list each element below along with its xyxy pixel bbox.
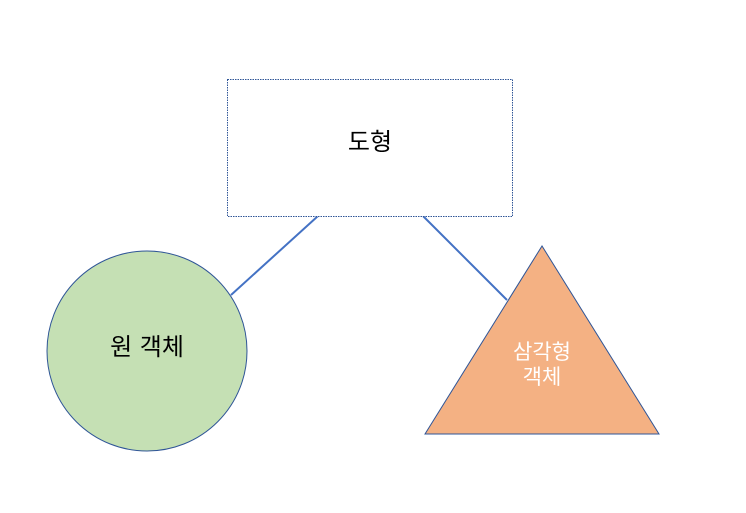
connector-to-circle — [230, 215, 319, 296]
connector-to-triangle — [422, 215, 508, 301]
circle-node-shape — [46, 250, 248, 452]
triangle-node-label: 삼각형 객체 — [513, 340, 571, 390]
parent-node-box — [227, 79, 513, 217]
triangle-node-shape — [424, 245, 660, 435]
circle-node-label: 원 객체 — [110, 333, 184, 361]
parent-node-label: 도형 — [347, 128, 393, 156]
